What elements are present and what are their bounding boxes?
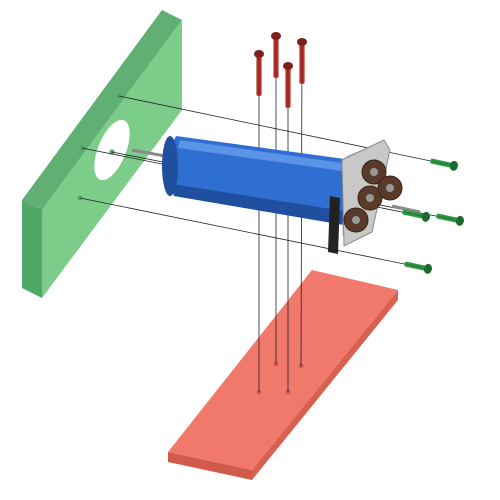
side-screw bbox=[436, 213, 464, 226]
top-screw bbox=[283, 62, 293, 108]
side-screw bbox=[402, 209, 430, 222]
base-plate-front-face bbox=[168, 452, 252, 480]
gear-hub bbox=[366, 194, 374, 202]
horizontal-guide-line bbox=[79, 197, 425, 269]
gear-hub bbox=[386, 184, 394, 192]
base-plate-side-face bbox=[252, 290, 398, 480]
gear-hub bbox=[352, 216, 360, 224]
side-screw bbox=[404, 261, 432, 274]
wall-plate-left-edge bbox=[22, 200, 42, 298]
gear-hub bbox=[370, 168, 378, 176]
motor-rear-end bbox=[162, 136, 178, 196]
base-mounting-plate bbox=[168, 270, 398, 480]
motor-mount-plate bbox=[328, 196, 340, 254]
top-screws bbox=[254, 32, 307, 108]
top-screw bbox=[271, 32, 281, 78]
wall-mounting-plate bbox=[22, 10, 182, 298]
top-screw bbox=[254, 50, 264, 96]
motor-assembly bbox=[131, 136, 421, 254]
side-screws bbox=[402, 158, 464, 274]
horizontal-guide-line bbox=[118, 95, 451, 166]
top-screw bbox=[297, 38, 307, 84]
base-plate-top-face bbox=[168, 270, 398, 470]
motor-body-top-highlight bbox=[178, 140, 350, 172]
motor-body-shadow bbox=[172, 184, 350, 226]
side-screw bbox=[430, 158, 458, 171]
wall-plate-side-face bbox=[22, 10, 182, 210]
front-shaft bbox=[391, 204, 421, 214]
